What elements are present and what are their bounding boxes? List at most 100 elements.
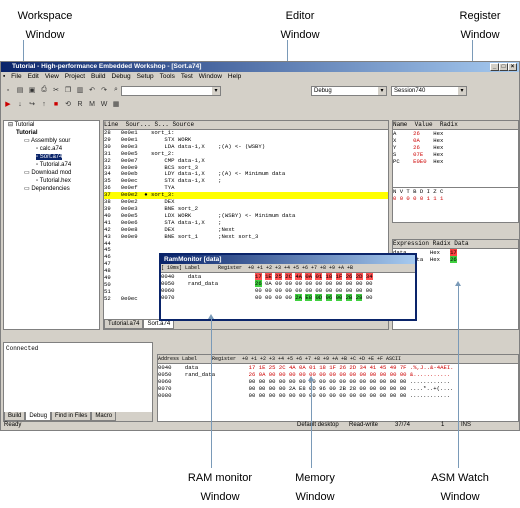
code-line[interactable]: 34 0e0eb LDY data-1,X ;(A) <- Minimum da… — [104, 170, 286, 178]
tree-folder-deps[interactable]: ▭ Dependencies — [24, 186, 70, 192]
save-icon[interactable]: ▣ — [28, 87, 36, 94]
tree-project[interactable]: Tutorial — [16, 130, 38, 136]
menu-edit[interactable]: Edit — [27, 73, 39, 80]
tree-file-tutorial[interactable]: ▫ Tutorial.a74 — [36, 162, 72, 168]
memory-row[interactable]: 0060 00 00 00 00 00 00 00 00 00 00 00 00… — [158, 378, 451, 385]
status-bar: Ready Default desktop Read-write 37/74 1… — [1, 420, 519, 430]
code-line[interactable]: 38 0e0e2 DEX — [104, 198, 175, 206]
code-line[interactable]: 35 0e0ec STX data-1,X ; — [104, 177, 222, 185]
ram-row[interactable]: 0040 data 17 1E 25 2C 4A 0A 01 18 1F 26 … — [161, 273, 373, 280]
code-line[interactable]: 46 — [104, 253, 151, 261]
find-combo[interactable] — [121, 86, 221, 96]
asm-watch-row[interactable]: data Hex 17 — [393, 249, 457, 256]
halt-icon[interactable]: ■ — [53, 100, 59, 108]
flag-values[interactable]: 0 0 0 0 0 1 1 1 — [393, 195, 444, 202]
menu-debug[interactable]: Debug — [111, 73, 131, 80]
print-icon[interactable]: ⎙ — [41, 86, 47, 93]
register-row[interactable]: X 0A Hex — [393, 137, 444, 144]
tab-build[interactable]: Build — [4, 412, 26, 421]
code-line[interactable]: 52 0e0ec — [104, 294, 151, 302]
register-row[interactable]: A 26 Hex — [393, 130, 444, 137]
close-button[interactable]: × — [508, 63, 517, 71]
maximize-button[interactable]: □ — [499, 63, 508, 71]
ram-row[interactable]: 0060 00 00 00 00 00 00 00 00 00 00 00 00 — [161, 287, 376, 294]
code-line[interactable]: 40 0e0e5 LDX WORK ;(WSBY) <- Minimum dat… — [104, 211, 296, 219]
ram-icon[interactable]: ▦ — [112, 101, 120, 108]
register-row[interactable]: S 07E Hex — [393, 151, 444, 158]
register-row[interactable]: PC E0E0 Hex — [393, 158, 444, 165]
ram-row[interactable]: 0070 00 00 00 00 2A E8 0D 96 00 2B 28 00 — [161, 294, 376, 301]
cut-icon[interactable]: ✂ — [53, 87, 59, 94]
code-line[interactable]: 48 — [104, 267, 151, 275]
memory-row[interactable]: 0080 00 00 00 00 00 00 00 00 00 00 00 00… — [158, 392, 451, 399]
menu-build[interactable]: Build — [91, 73, 106, 80]
code-line[interactable]: 45 — [104, 246, 151, 254]
copy-icon[interactable]: ❐ — [64, 87, 72, 94]
code-line[interactable]: 43 0e0e9 BNE sort_1 ;Next sort_3 — [104, 232, 259, 240]
step-over-icon[interactable]: ↪ — [29, 101, 35, 108]
ram-row[interactable]: 0050 rand_data 26 0A 00 00 00 00 00 00 0… — [161, 280, 376, 287]
register-row[interactable]: Y 26 Hex — [393, 144, 444, 151]
tree-file-calc[interactable]: ▫ calc.a74 — [36, 146, 63, 152]
new-icon[interactable]: ▫ — [6, 86, 10, 94]
minimize-button[interactable]: _ — [490, 63, 499, 71]
code-line[interactable]: 51 — [104, 287, 151, 295]
code-line[interactable]: 41 0e0e6 STA data-1,X ; — [104, 218, 222, 226]
code-line[interactable]: 29 0e0e1 STX WORK — [104, 135, 192, 143]
redo-icon[interactable]: ↷ — [101, 87, 107, 94]
code-line[interactable]: 42 0e0e8 DEX ;Next — [104, 225, 235, 233]
code-line[interactable]: 31 0e0e5 sort_2: — [104, 149, 175, 157]
tree-file-hex[interactable]: ▫ Tutorial.hex — [36, 178, 71, 184]
memory-row[interactable]: 0070 00 00 00 00 2A E8 0D 96 00 2B 28 00… — [158, 385, 454, 392]
tab-macro[interactable]: Macro — [91, 412, 117, 421]
paste-icon[interactable]: ▥ — [76, 87, 84, 94]
tree-root[interactable]: ⊟ Tutorial — [8, 122, 35, 128]
session-combo[interactable]: Session740 — [391, 86, 467, 96]
register-icon[interactable]: R — [77, 100, 83, 108]
tab-sort[interactable]: Sort.a74 — [143, 320, 175, 329]
code-line[interactable]: 50 — [104, 280, 151, 288]
memory-row[interactable]: 0050 rand_data 26 0A 00 00 00 00 00 00 0… — [158, 371, 451, 378]
tree-folder-download[interactable]: ▭ Download mod — [24, 170, 72, 176]
code-line[interactable]: 37 0e0e2 ● sort_3: — [104, 191, 388, 200]
tab-debug[interactable]: Debug — [25, 412, 52, 421]
memory-rows[interactable]: 0040 data 17 1E 25 2C 4A 0A 01 18 1F 26 … — [158, 364, 518, 399]
code-line[interactable]: 36 0e0ef TYA — [104, 184, 175, 192]
menu-help[interactable]: Help — [227, 73, 242, 80]
watch-icon[interactable]: W — [100, 100, 108, 108]
ram-rows[interactable]: 0040 data 17 1E 25 2C 4A 0A 01 18 1F 26 … — [161, 273, 415, 301]
code-line[interactable]: 47 — [104, 260, 151, 268]
memory-icon[interactable]: M — [89, 100, 95, 108]
find-icon[interactable]: ⌕ — [114, 86, 118, 93]
tree-folder-asm[interactable]: ▭ Assembly sour — [24, 138, 71, 144]
tree-file-sort[interactable]: ▫ Sort.a74 — [36, 154, 63, 160]
open-icon[interactable]: ▤ — [16, 87, 24, 94]
menu-project[interactable]: Project — [64, 73, 86, 80]
code-line[interactable]: 44 — [104, 239, 151, 247]
code-line[interactable]: 30 0e0e3 LDA data-1,X ;(A) <- (WSBY) — [104, 142, 266, 150]
menu-setup[interactable]: Setup — [136, 73, 154, 80]
code-line[interactable]: 49 — [104, 274, 151, 282]
tab-find[interactable]: Find in Files — [51, 412, 92, 421]
code-line[interactable]: 28 0e0e1 sort_1: — [104, 129, 175, 136]
menu-file[interactable]: File — [11, 73, 22, 80]
code-line[interactable]: 39 0e0e3 BNE sort_2 — [104, 204, 198, 212]
code-line[interactable]: 33 0e0e9 BCS sort_3 — [104, 163, 198, 171]
memory-row[interactable]: 0040 data 17 1E 25 2C 4A 0A 01 18 1F 26 … — [158, 364, 454, 371]
undo-icon[interactable]: ↶ — [89, 87, 95, 94]
menu-test[interactable]: Test — [180, 73, 193, 80]
tab-tutorial[interactable]: Tutorial.a74 — [104, 320, 144, 329]
step-in-icon[interactable]: ↓ — [18, 100, 22, 108]
reset-icon[interactable]: ⟲ — [65, 101, 71, 108]
menu-window[interactable]: Window — [198, 73, 222, 80]
config-combo[interactable]: Debug — [311, 86, 387, 96]
menu-tools[interactable]: Tools — [159, 73, 175, 80]
code-line[interactable]: 32 0e0e7 CMP data-1,X — [104, 156, 205, 164]
step-out-icon[interactable]: ↑ — [42, 100, 46, 108]
menu-view[interactable]: View — [44, 73, 59, 80]
go-icon[interactable]: ▶ — [5, 101, 11, 108]
